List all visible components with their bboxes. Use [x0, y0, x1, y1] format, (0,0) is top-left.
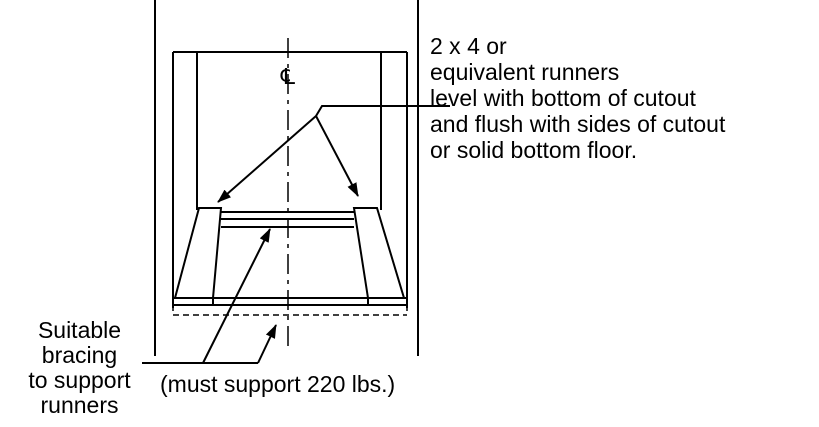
bracing-label-line: runners	[40, 392, 119, 418]
runners-label-line: and flush with sides of cutout	[430, 111, 726, 137]
runners-label-line: 2 x 4 or	[430, 33, 507, 59]
runners-label-line: or solid bottom floor.	[430, 137, 638, 163]
bracing-label-line: bracing	[41, 342, 118, 368]
bracing-label: Suitable bracing to support runners	[6, 318, 153, 418]
centerline-symbol: ℄	[280, 65, 296, 90]
runners-arrow-right	[315, 115, 359, 197]
bracing-label-line: Suitable	[37, 317, 122, 343]
right-runner	[352, 207, 406, 299]
runners-leader-line	[315, 105, 450, 117]
bracing-arrow-dashed	[257, 324, 277, 364]
support-note: (must support 220 lbs.)	[160, 371, 396, 397]
cutout-opening	[172, 51, 408, 308]
dashed-bracing	[172, 305, 408, 316]
runners-label-line: equivalent runners	[430, 59, 620, 85]
bracing-arrow-brace	[202, 228, 271, 364]
runners-label-line: level with bottom of cutout	[430, 85, 696, 111]
runners-label: 2 x 4 or equivalent runners level with b…	[430, 33, 725, 163]
left-runner	[173, 207, 223, 299]
bracing-label-line: to support	[28, 367, 131, 393]
bottom-floor	[173, 297, 407, 306]
runners-arrow-left	[217, 115, 317, 203]
